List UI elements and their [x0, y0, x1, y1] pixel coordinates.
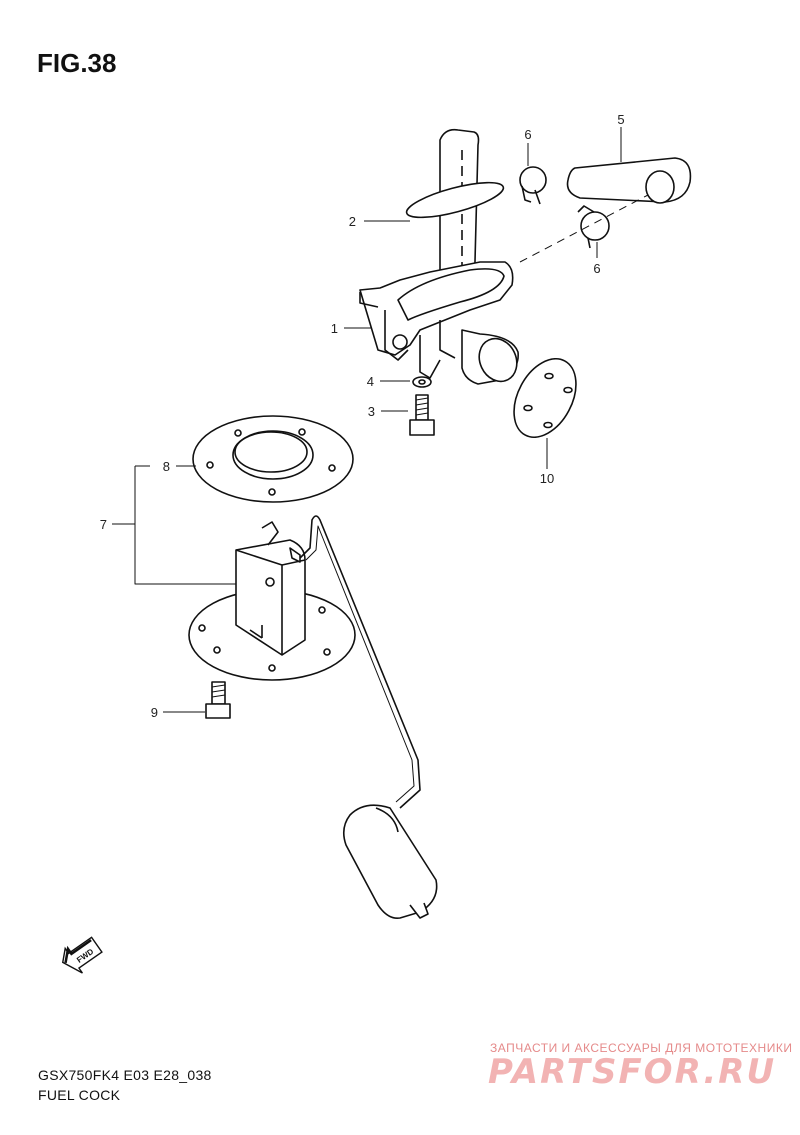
part-1-fuel-cock[interactable] — [359, 261, 524, 388]
figure-code: GSX750FK4 E03 E28_038 — [38, 1067, 212, 1083]
callout-8: 8 — [163, 459, 170, 474]
part-7-fuel-gauge[interactable] — [188, 515, 421, 809]
leader-lines — [112, 127, 622, 713]
callout-7: 7 — [100, 517, 107, 532]
callout-3: 3 — [368, 404, 375, 419]
part-6-clamp-upper[interactable] — [519, 166, 547, 205]
figure-name: FUEL COCK — [38, 1087, 121, 1103]
callout-4: 4 — [367, 374, 374, 389]
callout-5: 5 — [617, 112, 624, 127]
forward-arrow-icon: FWD — [61, 936, 103, 974]
part-9-bolt[interactable] — [205, 681, 231, 719]
watermark-logo: PARTSFOR.RU — [488, 1052, 777, 1092]
callout-1: 1 — [331, 321, 338, 336]
part-6-clamp-lower[interactable] — [577, 205, 610, 249]
part-2-pipe[interactable] — [404, 128, 507, 301]
callout-9: 9 — [151, 705, 158, 720]
callout-6-upper: 6 — [524, 127, 531, 142]
watermark-subtitle: ЗАПЧАСТИ И АКСЕССУАРЫ ДЛЯ МОТОТЕХНИКИ — [490, 1041, 793, 1055]
callout-2: 2 — [349, 214, 356, 229]
callout-10: 10 — [540, 471, 554, 486]
part-8-gasket[interactable] — [192, 415, 354, 503]
callout-6-lower: 6 — [593, 261, 600, 276]
part-10-disc[interactable] — [501, 348, 588, 448]
part-3-bolt[interactable] — [409, 394, 435, 436]
part-5-hose[interactable] — [566, 157, 692, 204]
float[interactable] — [342, 804, 438, 920]
figure-title: FIG.38 — [37, 48, 117, 78]
part-4-washer[interactable] — [412, 376, 432, 388]
